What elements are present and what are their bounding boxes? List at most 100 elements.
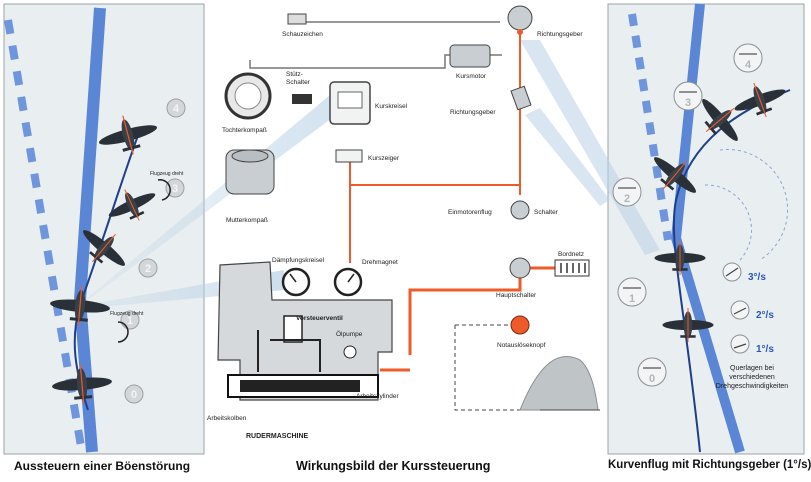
right-aircraft-1 — [654, 240, 706, 276]
right-stage-number-0: 0 — [649, 373, 655, 385]
right-aircraft-3-marker — [705, 108, 735, 132]
left-stage-badge-2 — [138, 258, 158, 278]
notausloeseknopf-label: Notauslöseknopf — [497, 342, 546, 349]
rate-label-2: 1°/s — [756, 344, 774, 355]
left-aircraft-0-marker — [79, 364, 85, 404]
rate-needle-2 — [733, 343, 747, 349]
kurszeiger-label: Kurszeiger — [368, 155, 400, 162]
notausloeseknopf-device — [510, 315, 530, 335]
kurszeiger-device — [335, 149, 363, 163]
rate-instrument-1 — [730, 300, 750, 320]
right-stage-number-1: 1 — [629, 293, 635, 305]
einmotorenflug-label: Einmotorenflug — [448, 209, 492, 216]
oelpumpe-device — [343, 345, 357, 359]
left-aircraft-3 — [108, 189, 156, 221]
right-aircraft-4 — [734, 82, 786, 118]
kursmotor-device — [449, 44, 491, 68]
left-aircraft-3-marker — [124, 189, 140, 221]
left-note-turn-b: Flugzeug dreht — [110, 311, 144, 317]
left-stage-badge-0 — [124, 384, 144, 404]
kurskreisel-window — [337, 91, 363, 109]
right-stage-instrument-0 — [637, 357, 667, 387]
right-stage-number-3: 3 — [685, 97, 691, 109]
right-stage-instrument-1 — [617, 277, 647, 307]
center-wiring — [249, 21, 600, 411]
left-aircraft-4-marker — [122, 115, 134, 155]
left-aircraft-2-marker — [92, 233, 116, 263]
left-stage-badge-4 — [166, 98, 186, 118]
oelpumpe-label: Ölpumpe — [336, 330, 363, 338]
arbeitskolben-label: Arbeitskolben — [207, 415, 247, 422]
rate-label-1: 2°/s — [756, 310, 774, 321]
left-aircraft-2 — [83, 230, 125, 266]
left-aircraft-1 — [50, 286, 110, 326]
left-aircraft-4 — [98, 115, 158, 155]
left-panel-caption: Aussteuern einer Böenstörung — [14, 459, 191, 473]
einmotorenflug-schalter-device — [510, 200, 530, 220]
drehmagnet-needle — [347, 273, 355, 283]
schauzeichen-device — [287, 13, 307, 25]
rudermaschine-label: RUDERMASCHINE — [246, 433, 309, 440]
hydraulic-lines — [257, 330, 321, 372]
daempfungskreisel-label: Dämpfungskreisel — [272, 257, 325, 264]
right-aircraft-2 — [654, 157, 696, 193]
center-caption: Wirkungsbild der Kurssteuerung — [296, 459, 491, 473]
tochterkompass-dial — [234, 82, 262, 110]
dashed-wire-emergency — [454, 325, 600, 411]
right-turn-radius-a — [719, 149, 789, 261]
hauptschalter-device — [509, 257, 531, 279]
right-turn-radius-b — [704, 184, 752, 261]
mutterkompass-label: Mutterkompaß — [226, 217, 268, 224]
right-aircraft-0 — [662, 307, 714, 343]
richtungsgeber-mid-label: Richtungsgeber — [450, 109, 496, 116]
left-stage-number-4: 4 — [173, 103, 180, 115]
tochterkompass-label: Tochterkompaß — [222, 127, 267, 134]
left-aircraft-0 — [52, 364, 112, 404]
rudermaschine-housing — [217, 261, 393, 401]
left-aircraft-1-marker — [77, 286, 83, 326]
hauptschalter-label: Hauptschalter — [496, 292, 537, 299]
left-turn-arrow-b — [117, 321, 129, 343]
stuetz-schalter-label: Stütz-Schalter — [286, 71, 311, 86]
right-aircraft-4-marker — [753, 82, 767, 118]
right-panel-caption: Kurvenflug mit Richtungsgeber (1°/s) — [608, 459, 811, 471]
right-stage-instrument-2 — [612, 177, 642, 207]
arbeitszylinder-label: Arbeitszylinder — [356, 393, 399, 400]
mutterkompass-top — [231, 149, 269, 163]
richtungsgeber-top-device — [507, 5, 533, 31]
vorsteuerventil-label: Vorsteuerventil — [296, 315, 343, 322]
right-stage-instrument-3 — [673, 81, 703, 111]
right-stage-instrument-4 — [733, 43, 763, 73]
rate-needle-1 — [733, 307, 747, 315]
kurskreisel-label: Kurskreisel — [375, 103, 408, 110]
right-aircraft-3 — [702, 99, 738, 141]
left-turn-arrow-a — [157, 179, 171, 201]
right-stage-number-2: 2 — [624, 193, 630, 205]
left-stage-number-3: 3 — [172, 183, 178, 195]
arbeitskolben-device — [240, 380, 360, 392]
vorsteuerventil-device — [283, 315, 303, 343]
schalter-label: Schalter — [534, 209, 559, 216]
bordnetz-device — [554, 259, 590, 277]
drehmagnet-label: Drehmagnet — [362, 259, 398, 266]
beam-giver2-to-right — [525, 108, 610, 206]
right-dashed-course — [628, 13, 672, 241]
kursmotor-label: Kursmotor — [456, 73, 487, 80]
stuetz-schalter-device — [292, 94, 312, 104]
left-stage-number-0: 0 — [131, 389, 137, 401]
left-stage-number-1: 1 — [127, 315, 133, 327]
richtungsgeber-mid-device — [510, 85, 532, 111]
rate-needle-0 — [725, 267, 739, 277]
right-flight-path — [672, 89, 791, 453]
rate-instrument-2 — [730, 334, 750, 354]
right-course-line — [670, 3, 745, 454]
right-aircraft-2-marker — [663, 160, 687, 190]
beam-compass-to-left — [80, 95, 336, 306]
richtungsgeber-top-label: Richtungsgeber — [537, 31, 583, 38]
right-stage-number-4: 4 — [745, 59, 752, 71]
